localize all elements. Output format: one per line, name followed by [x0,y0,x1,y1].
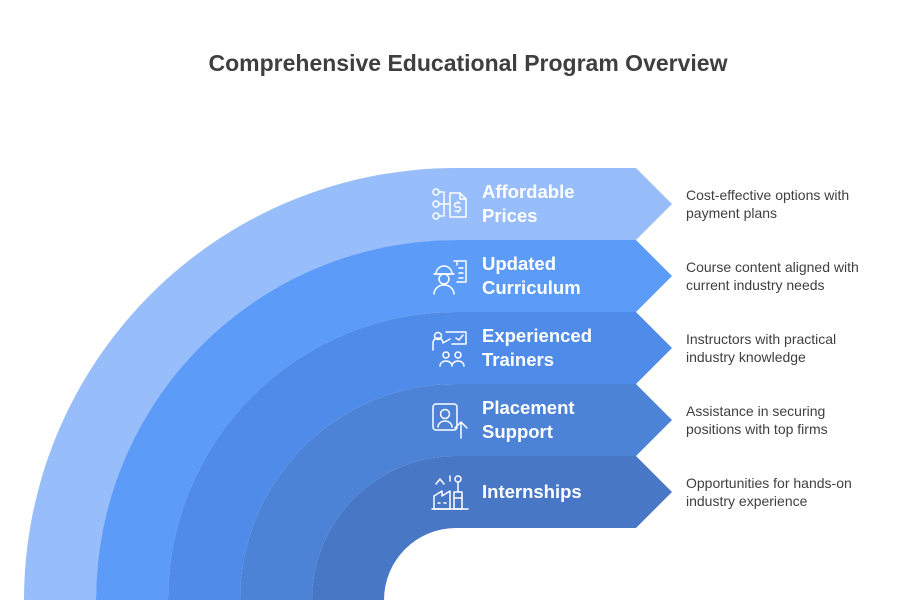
band-updated-curriculum [96,240,672,600]
profile-upload-icon [430,400,470,440]
item-label-affordable-prices: Affordable Prices [482,181,575,226]
band-placement-support [240,384,672,600]
band-affordable-prices [24,168,672,600]
item-desc-placement-support: Assistance in securing positions with to… [686,403,828,437]
item-desc-affordable-prices: Cost-effective options with payment plan… [686,187,850,221]
worker-checklist-icon [430,256,470,296]
page-title: Comprehensive Educational Program Overvi… [208,50,728,76]
pricing-flow-icon [430,184,470,224]
trainer-audience-icon [430,328,470,368]
item-desc-experienced-trainers: Instructors with practical industry know… [686,331,837,365]
item-label-placement-support: Placement Support [482,397,575,442]
item-label-experienced-trainers: Experienced Trainers [482,325,593,370]
item-label-internships: Internships [482,481,582,502]
item-label-updated-curriculum: Updated Curriculum [482,253,581,298]
band-internships [312,456,672,600]
item-desc-internships: Opportunities for hands-on industry expe… [686,475,852,509]
factory-robot-icon [430,472,470,512]
item-desc-updated-curriculum: Course content aligned with current indu… [686,259,859,293]
